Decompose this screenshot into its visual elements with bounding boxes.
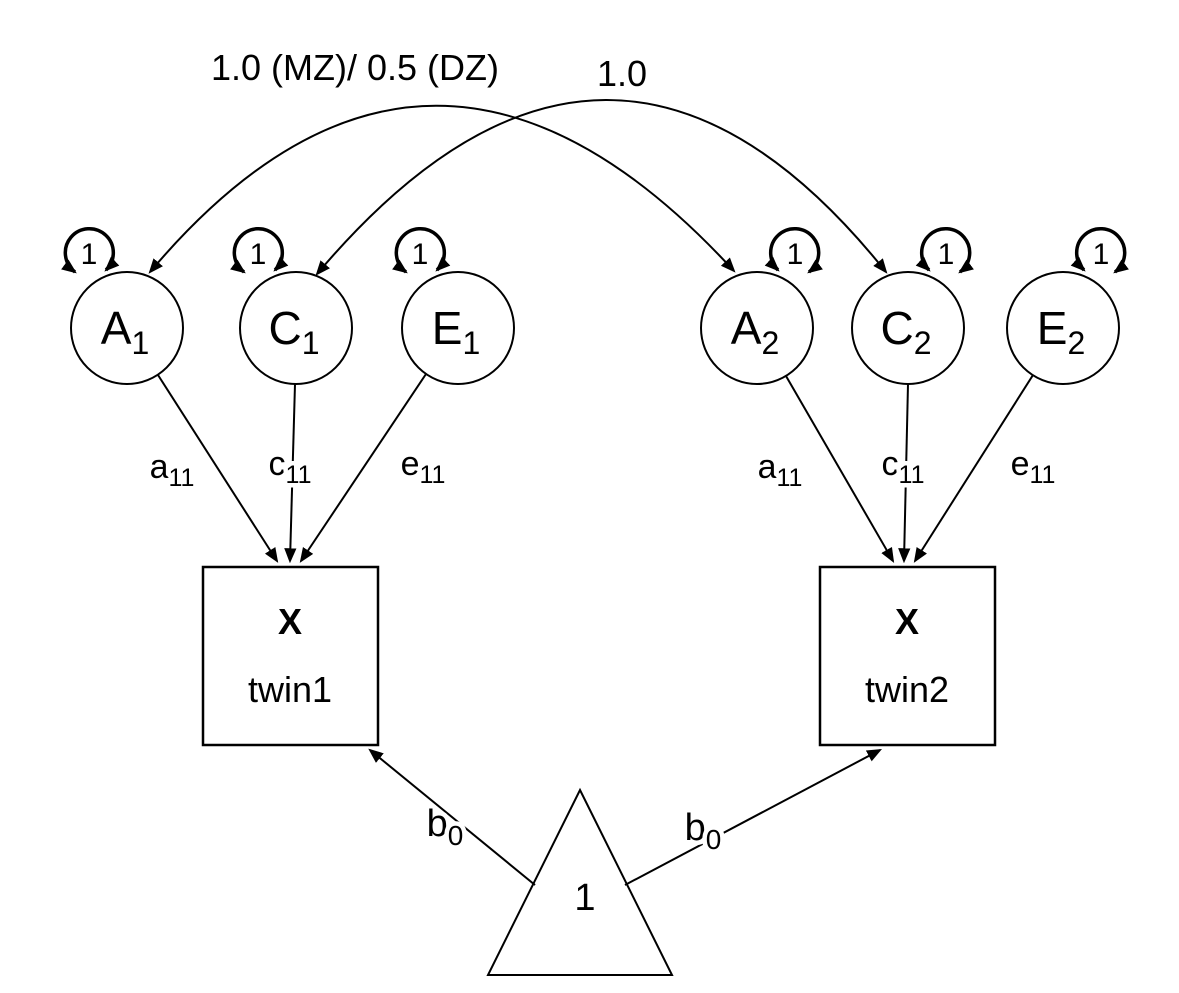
variance-loop-A1: [61, 227, 120, 274]
latent-circle-A1: [70, 271, 184, 385]
covariance-arc-A1-A2: [148, 104, 736, 274]
loading-label-e11-twin2: e11: [1011, 445, 1056, 489]
latent-label-C2: C2: [880, 302, 931, 361]
variance-loop-C2: [915, 227, 974, 274]
loading-label-a11-twin2: a11: [758, 448, 803, 492]
variance-label-A2: 1: [787, 238, 804, 271]
loading-label-a11-twin1: a11: [150, 448, 195, 492]
observed-name-twin1: twin1: [248, 669, 332, 710]
mean-constant-label: 1: [574, 877, 595, 919]
variance-loop-E2: [1070, 227, 1129, 274]
covariance-label-c: 1.0: [597, 53, 647, 94]
loading-arrow-c11-twin2: [898, 383, 911, 564]
observed-var-twin1: X: [278, 601, 302, 642]
variance-label-E2: 1: [1093, 238, 1110, 271]
variance-label-E1: 1: [412, 238, 429, 271]
mean-path-label-twin1: b0: [427, 803, 464, 851]
variance-label-A1: 1: [81, 238, 98, 271]
latent-circle-C2: [851, 271, 965, 385]
latent-label-E2: E2: [1037, 302, 1085, 361]
observed-name-twin2: twin2: [865, 669, 949, 710]
variance-loop-C1: [230, 227, 289, 274]
variance-loop-E1: [392, 227, 451, 274]
observed-box-twin2: [818, 565, 997, 747]
mean-path-label-twin2: b0: [685, 807, 722, 855]
latent-label-A2: A2: [731, 302, 779, 361]
loading-arrow-e11-twin1: [299, 373, 427, 563]
covariance-arc-C1-C2: [315, 99, 888, 276]
latent-label-C1: C1: [268, 302, 319, 361]
mean-arrow-twin2: [624, 748, 882, 886]
loading-arrow-a11-twin1: [157, 374, 279, 563]
observed-var-twin2: X: [895, 601, 919, 642]
latent-circle-E2: [1006, 271, 1120, 385]
observed-box-twin1: [201, 565, 380, 747]
covariance-label-mz-dz: 1.0 (MZ)/ 0.5 (DZ): [211, 47, 499, 88]
latent-circle-E1: [401, 271, 515, 385]
loading-label-e11-twin1: e11: [401, 445, 446, 489]
latent-circle-C1: [239, 271, 353, 385]
variance-label-C2: 1: [938, 238, 955, 271]
loading-arrow-e11-twin2: [913, 374, 1034, 563]
loading-label-c11-twin1: c11: [269, 445, 312, 489]
variance-loop-A2: [764, 227, 823, 274]
variance-label-C1: 1: [250, 238, 267, 271]
loading-arrow-a11-twin2: [785, 375, 895, 563]
mean-triangle: [486, 787, 674, 976]
loading-label-c11-twin2: c11: [882, 445, 925, 489]
latent-label-A1: A1: [101, 302, 149, 361]
latent-label-E1: E1: [432, 302, 480, 361]
loading-arrow-c11-twin1: [284, 383, 297, 564]
latent-circle-A2: [700, 271, 814, 385]
mean-arrow-twin1: [368, 748, 536, 886]
